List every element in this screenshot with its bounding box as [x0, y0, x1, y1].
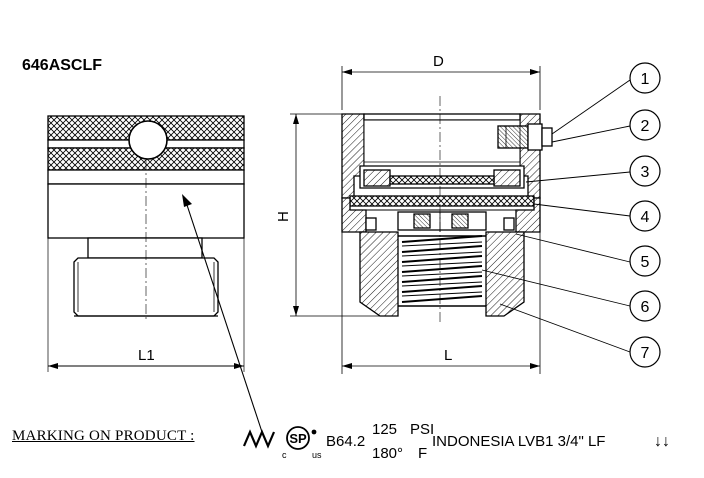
marking-leader — [182, 194, 263, 433]
stem-guide — [397, 211, 487, 231]
temperature-value: 180° — [372, 445, 403, 462]
neck — [87, 237, 203, 259]
callout-4: 4 — [629, 200, 661, 232]
standard-label: B64.2 — [326, 433, 365, 450]
body-threaded-neck — [359, 231, 399, 317]
dimension-d — [341, 66, 541, 110]
dimension-h — [290, 113, 380, 317]
svg-text:2: 2 — [641, 118, 650, 135]
flow-arrows-icon: ↓↓ — [654, 433, 670, 450]
test-cock — [497, 125, 529, 149]
svg-text:7: 7 — [641, 345, 650, 362]
exterior-view — [47, 115, 245, 372]
callout-5: 5 — [629, 245, 661, 277]
svg-text:6: 6 — [641, 299, 650, 316]
marking-label: MARKING ON PRODUCT : — [12, 428, 195, 444]
svg-text:3: 3 — [641, 164, 650, 181]
dimension-l1-label: L1 — [138, 347, 155, 364]
dimension-d-label: D — [433, 53, 444, 70]
callout-7: 7 — [629, 336, 661, 368]
svg-text:1: 1 — [641, 71, 650, 88]
section-view — [341, 96, 553, 324]
svg-text:SP: SP — [289, 431, 307, 446]
csa-c-label: c — [282, 450, 287, 460]
marking-text: INDONESIA LVB1 3/4" LF — [432, 433, 605, 450]
dimension-l-label: L — [444, 347, 452, 364]
callout-2: 2 — [629, 109, 661, 141]
svg-text:4: 4 — [641, 209, 650, 226]
spring — [401, 235, 483, 303]
seat-disc — [349, 195, 535, 207]
model-number: 646ASCLF — [22, 57, 103, 74]
temperature-unit: F — [418, 445, 427, 462]
csa-us-label: us — [312, 450, 322, 460]
callout-leaders — [481, 79, 631, 353]
dimension-h-label: H — [275, 211, 292, 222]
svg-text:5: 5 — [641, 254, 650, 271]
manufacturer-logo-icon — [242, 429, 276, 449]
callout-3: 3 — [629, 155, 661, 187]
pressure-value: 125 — [372, 421, 397, 438]
pressure-unit: PSI — [410, 421, 434, 438]
callout-6: 6 — [629, 290, 661, 322]
cap-hole — [128, 120, 168, 160]
callout-1: 1 — [629, 62, 661, 94]
dimension-l — [341, 200, 541, 374]
csa-mark-icon: SP c us — [282, 426, 322, 460]
